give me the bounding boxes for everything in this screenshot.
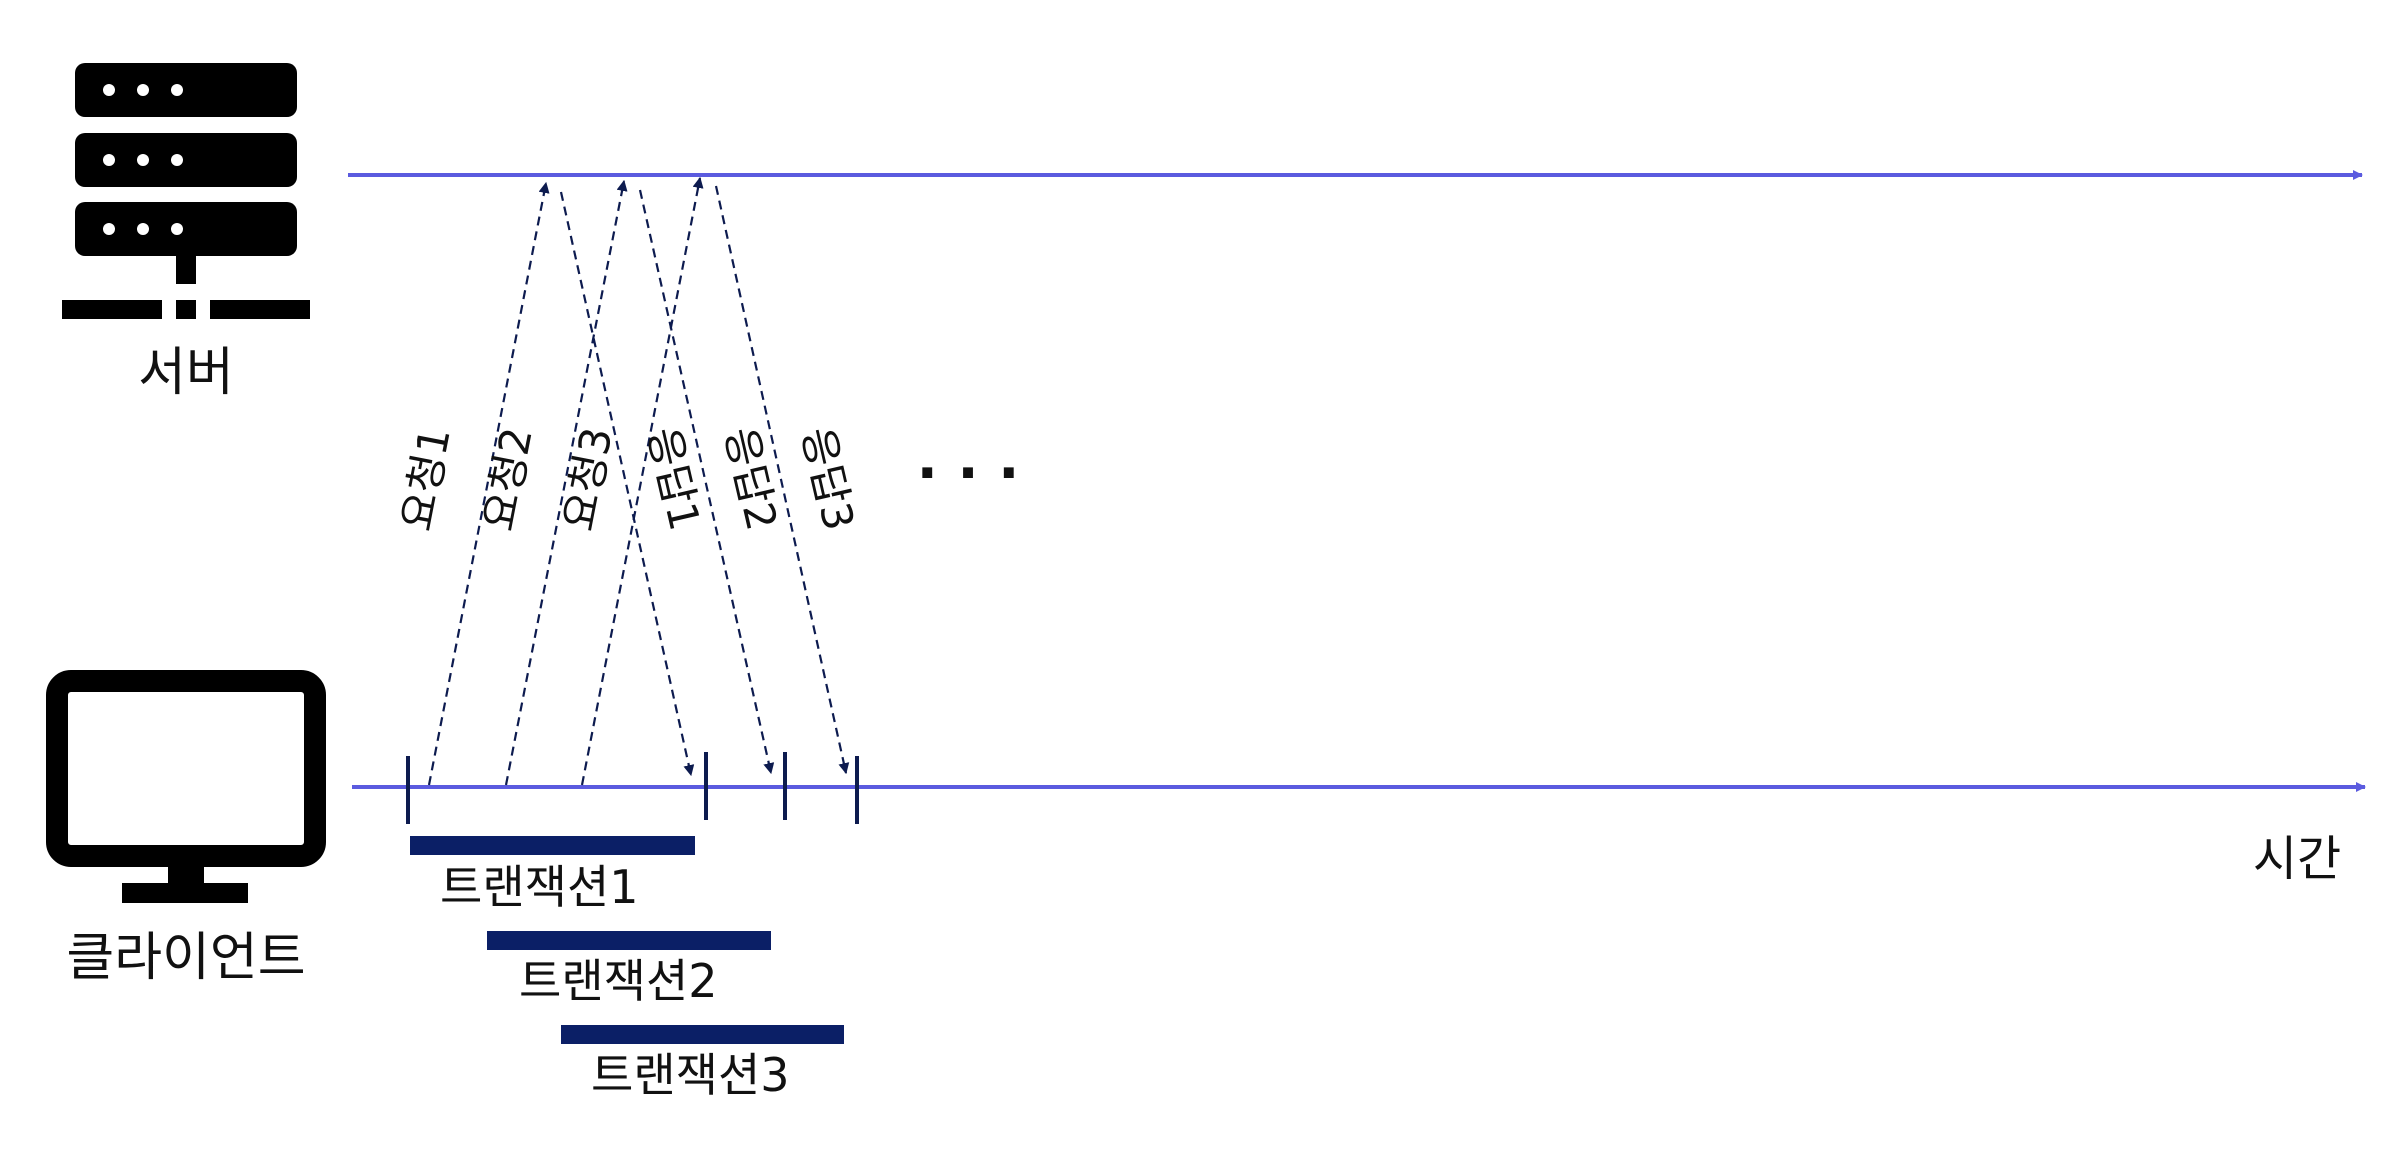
transaction-2-label: 트랜잭션2 [519, 954, 718, 1008]
response-1-arrow [559, 191, 695, 777]
response-2-label: 응답2 [716, 423, 787, 535]
response-1-label: 응답1 [639, 423, 710, 535]
transaction-2-bar [487, 931, 771, 950]
transaction-1-bar [410, 836, 695, 855]
client-label: 클라이언트 [66, 928, 305, 988]
response-2-arrow [638, 189, 775, 775]
time-axis-label: 시간 [2253, 831, 2341, 887]
response-3-label: 응답3 [793, 423, 864, 535]
server-icon [62, 63, 310, 319]
continuation-ellipsis: · · · [917, 441, 1020, 506]
transaction-3-label: 트랜잭션3 [591, 1048, 790, 1102]
request-3-label: 요청3 [554, 424, 622, 535]
transaction-3-bar [561, 1025, 844, 1044]
server-label: 서버 [138, 343, 234, 403]
monitor-icon [46, 670, 326, 903]
response-3-arrow [714, 185, 850, 775]
request-3-arrow [580, 176, 704, 786]
request-1-label: 요청1 [392, 424, 460, 535]
message-arrows [427, 176, 850, 786]
transaction-1-label: 트랜잭션1 [440, 860, 639, 914]
request-2-label: 요청2 [474, 424, 542, 535]
timeline-ticks [406, 752, 859, 824]
request-2-arrow [504, 179, 628, 786]
request-1-arrow [427, 181, 550, 786]
